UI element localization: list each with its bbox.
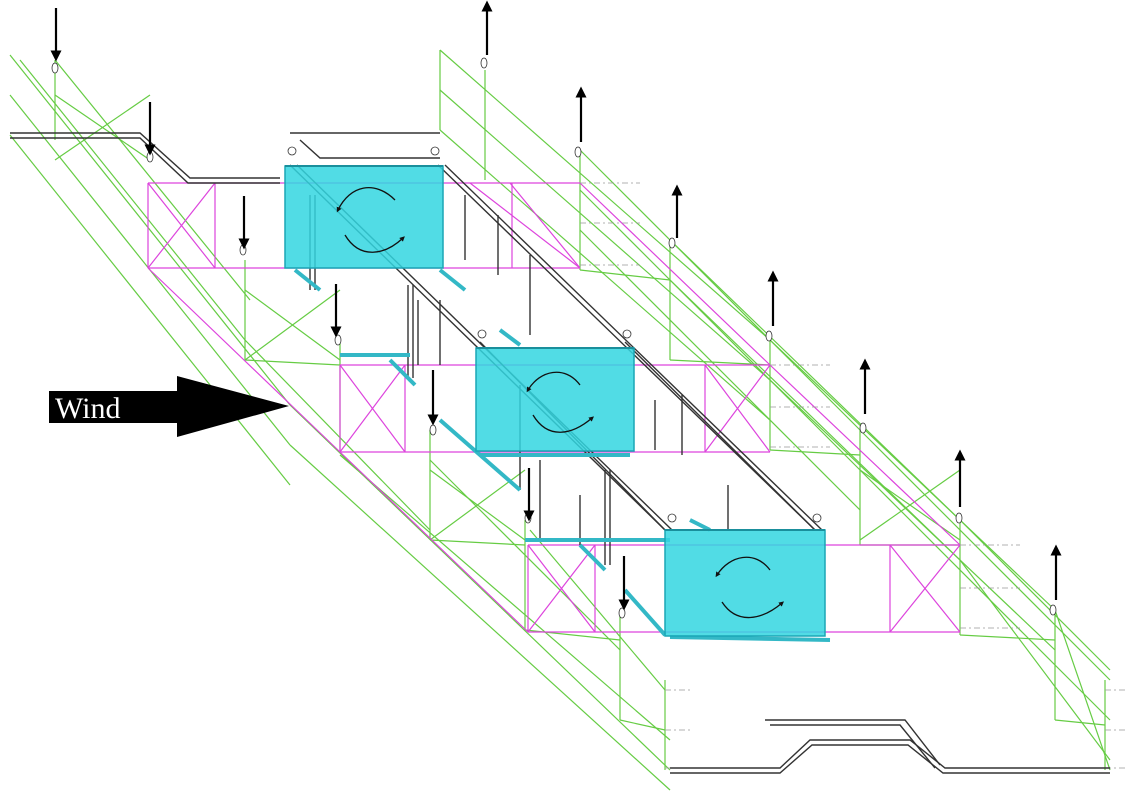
grid-lines [580, 182, 1125, 769]
secondary-framing [9, 49, 1111, 791]
rotation-arrows-icon [336, 187, 405, 253]
wind-label: Wind [55, 392, 120, 425]
rotation-arrows-icon [526, 371, 594, 433]
rotation-arrows-icon [715, 556, 784, 619]
shear-wall-panel [475, 347, 635, 452]
shear-wall-panel [284, 165, 444, 269]
floor-beams [293, 268, 831, 642]
grid-bubbles [51, 57, 1057, 619]
wind-arrow-icon: Wind [49, 376, 289, 437]
shear-wall-panel [664, 529, 826, 637]
